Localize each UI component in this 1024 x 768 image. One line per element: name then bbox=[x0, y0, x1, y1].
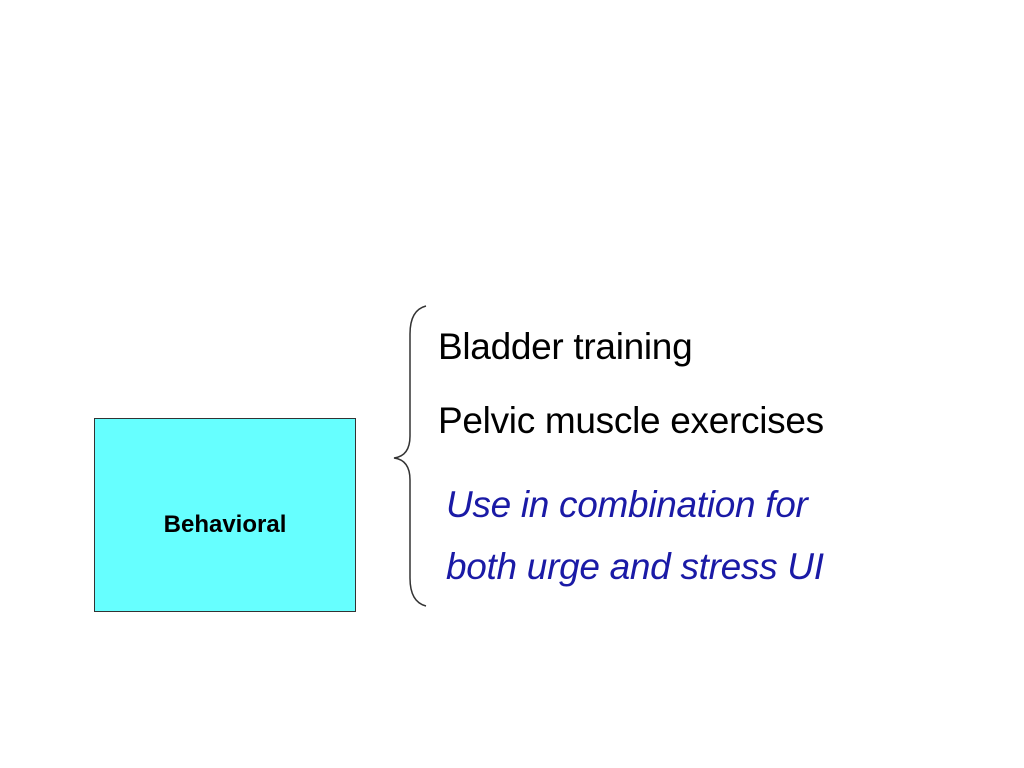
combination-note: Use in combination for both urge and str… bbox=[446, 474, 824, 598]
brace-path bbox=[393, 305, 427, 607]
category-label: Behavioral bbox=[163, 511, 287, 538]
item-bladder-training: Bladder training bbox=[438, 326, 693, 367]
note-line-1: Use in combination for bbox=[446, 484, 808, 525]
item-pelvic-muscle-exercises: Pelvic muscle exercises bbox=[438, 400, 824, 441]
category-box: Behavioral bbox=[94, 418, 356, 612]
note-line-2: both urge and stress UI bbox=[446, 546, 824, 587]
curly-brace-icon bbox=[393, 305, 427, 607]
